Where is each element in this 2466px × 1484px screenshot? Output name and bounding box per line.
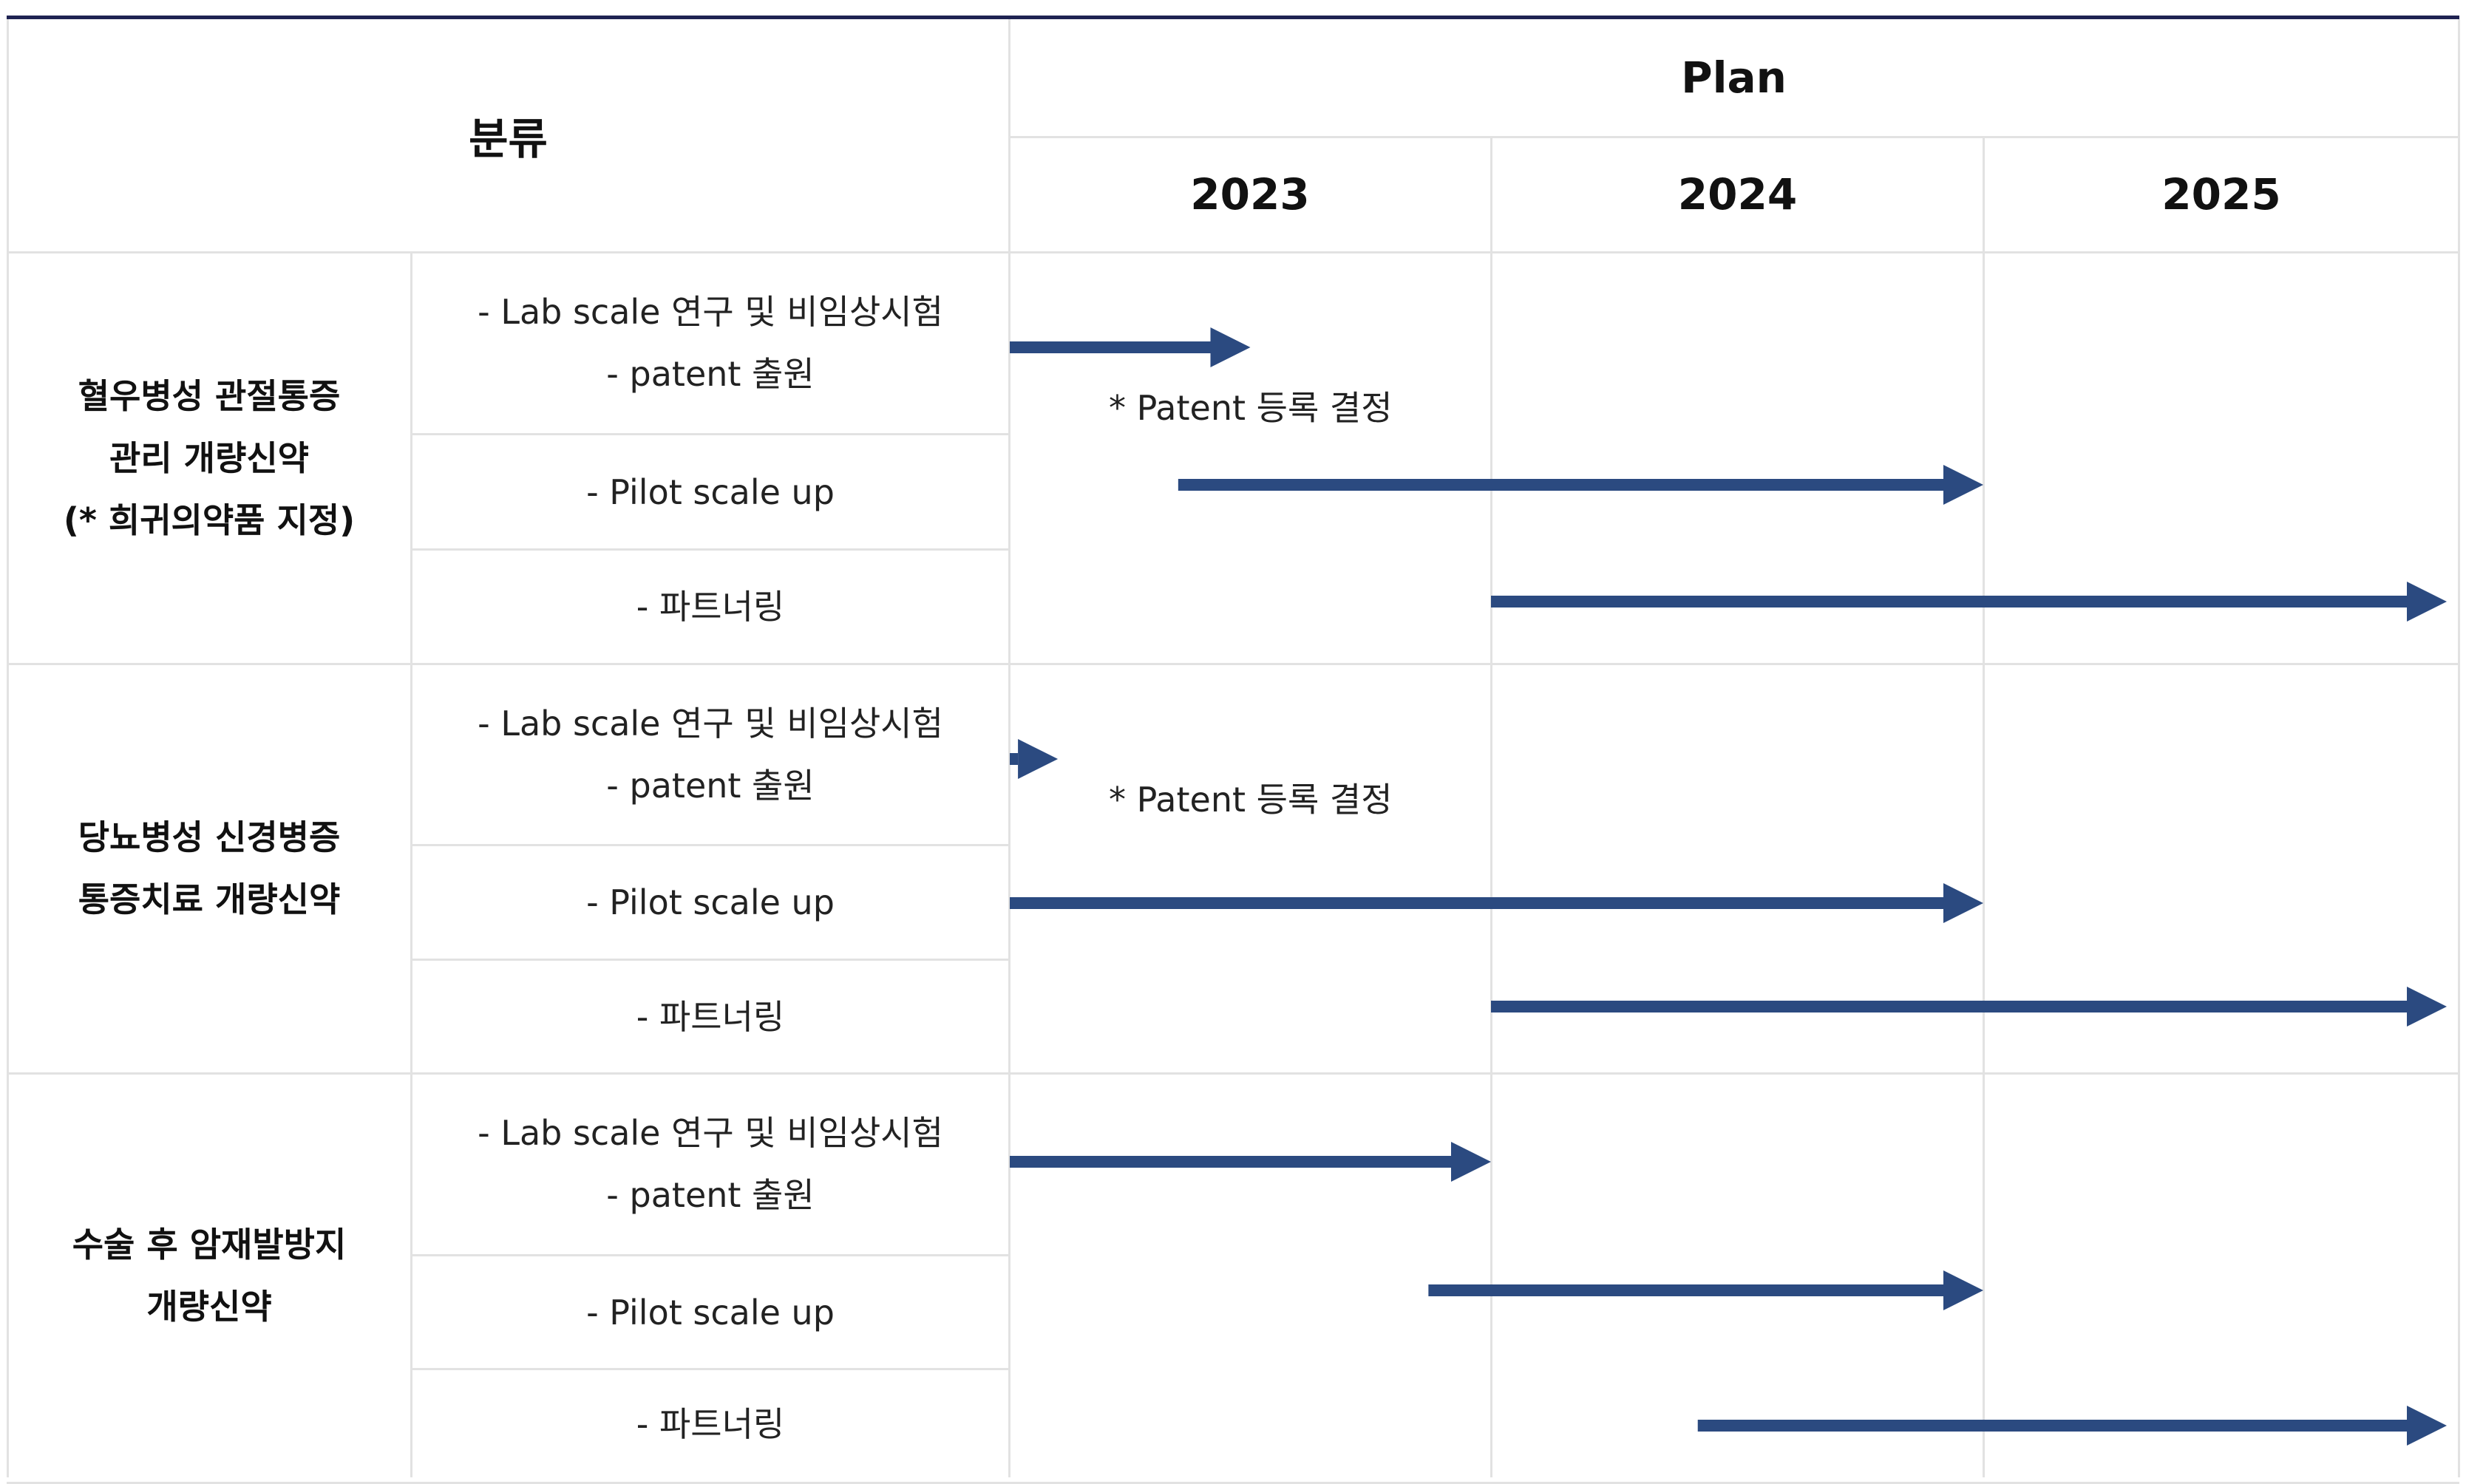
- task-line: - Lab scale 연구 및 비임상시험: [478, 703, 943, 743]
- task-lab-scale: - Lab scale 연구 및 비임상시험 - patent 출원: [412, 664, 1008, 844]
- task-pilot-scale-up: - Pilot scale up: [412, 1256, 1008, 1368]
- plan-header: Plan: [1681, 52, 1787, 103]
- task-line: - Lab scale 연구 및 비임상시험: [478, 292, 943, 332]
- grid-line-g3-a: [412, 1254, 1010, 1256]
- task-line: - 파트너링: [636, 1403, 785, 1444]
- arrow-head: [2407, 987, 2447, 1027]
- category-postoperative-cancer-recurrence: 수술 후 암재발방지 개량신약: [8, 1074, 410, 1477]
- task-partnering: - 파트너링: [412, 1370, 1008, 1477]
- task-partnering: - 파트너링: [412, 551, 1008, 663]
- category-diabetic-neuropathy: 당뇨병성 신경병증 통증치료 개량신약: [8, 664, 410, 1072]
- arrow-shaft: [1010, 341, 1211, 353]
- grid-line-category-split: [410, 253, 412, 1477]
- arrow-shaft: [1428, 1284, 1943, 1296]
- task-pilot-scale-up: - Pilot scale up: [412, 846, 1008, 959]
- grid-line-g1-bottom: [7, 663, 2459, 665]
- grid-line-header-mid: [1010, 136, 2459, 138]
- patent-note: * Patent 등록 결정: [1109, 780, 1393, 820]
- grid-line-left: [7, 19, 9, 1477]
- grid-line-2024: [1490, 137, 1492, 1477]
- category-line: 수술 후 암재발방지: [72, 1225, 347, 1265]
- timeline-arrow: [1010, 739, 1059, 779]
- task-line: - Pilot scale up: [586, 472, 835, 512]
- arrow-shaft: [1010, 1156, 1451, 1168]
- arrow-head: [1943, 1270, 1983, 1310]
- category-line: 개량신약: [146, 1287, 272, 1327]
- task-line: - Pilot scale up: [586, 1292, 835, 1332]
- grid-line-g1-b: [412, 548, 1010, 551]
- task-line: - patent 출원: [606, 354, 815, 394]
- timeline-arrow: [1010, 883, 1983, 923]
- year-2023-header: 2023: [1190, 169, 1310, 219]
- arrow-shaft: [1491, 1001, 2407, 1012]
- category-line: 관리 개량신약: [109, 438, 309, 478]
- category-header: 분류: [469, 114, 548, 164]
- arrow-shaft: [1178, 479, 1943, 491]
- grid-line-g2-b: [412, 959, 1010, 961]
- grid-line-g2-bottom: [7, 1072, 2459, 1075]
- arrow-shaft: [1010, 753, 1019, 765]
- arrow-shaft: [1697, 1420, 2407, 1432]
- category-line: 통증치료 개량신약: [78, 879, 341, 919]
- grid-line-g2-a: [412, 844, 1010, 846]
- grid-line-2025: [1983, 137, 1985, 1477]
- task-line: - 파트너링: [636, 996, 785, 1037]
- arrow-head: [1018, 739, 1059, 779]
- arrow-shaft: [1491, 596, 2407, 607]
- category-line: 혈우병성 관절통증: [78, 375, 341, 416]
- year-2024-header: 2024: [1677, 169, 1798, 219]
- category-line: 당뇨병성 신경병증: [78, 817, 341, 857]
- top-rule: [7, 16, 2459, 19]
- category-line: (* 희귀의약품 지정): [63, 500, 356, 540]
- arrow-head: [1451, 1142, 1491, 1182]
- arrow-head: [2407, 582, 2447, 622]
- arrow-shaft: [1010, 897, 1943, 909]
- timeline-arrow: [1491, 987, 2447, 1027]
- timeline-arrow: [1178, 465, 1983, 505]
- timeline-arrow: [1428, 1270, 1983, 1310]
- task-line: - Lab scale 연구 및 비임상시험: [478, 1113, 943, 1153]
- grid-line-g1-a: [412, 433, 1010, 435]
- arrow-head: [2407, 1406, 2447, 1446]
- grid-line-plan-left: [1008, 19, 1010, 1477]
- task-line: - 파트너링: [636, 587, 785, 627]
- task-lab-scale: - Lab scale 연구 및 비임상시험 - patent 출원: [412, 253, 1008, 433]
- arrow-head: [1210, 327, 1251, 367]
- grid-line-g3-b: [412, 1368, 1010, 1370]
- task-line: - patent 출원: [606, 1175, 815, 1215]
- grid-line-header-bottom: [7, 251, 2459, 253]
- timeline-arrow: [1010, 1142, 1491, 1182]
- task-lab-scale: - Lab scale 연구 및 비임상시험 - patent 출원: [412, 1074, 1008, 1254]
- category-hemophilic-arthropathy: 혈우병성 관절통증 관리 개량신약 (* 희귀의약품 지정): [8, 253, 410, 663]
- task-line: - patent 출원: [606, 765, 815, 806]
- patent-note: * Patent 등록 결정: [1109, 388, 1393, 428]
- arrow-head: [1943, 465, 1983, 505]
- timeline-arrow: [1697, 1406, 2447, 1446]
- task-pilot-scale-up: - Pilot scale up: [412, 435, 1008, 548]
- grid-line-right: [2458, 19, 2460, 1477]
- task-line: - Pilot scale up: [586, 882, 835, 922]
- timeline-arrow: [1010, 327, 1251, 367]
- year-2025-header: 2025: [2161, 169, 2281, 219]
- arrow-head: [1943, 883, 1983, 923]
- timeline-arrow: [1491, 582, 2447, 622]
- task-partnering: - 파트너링: [412, 961, 1008, 1072]
